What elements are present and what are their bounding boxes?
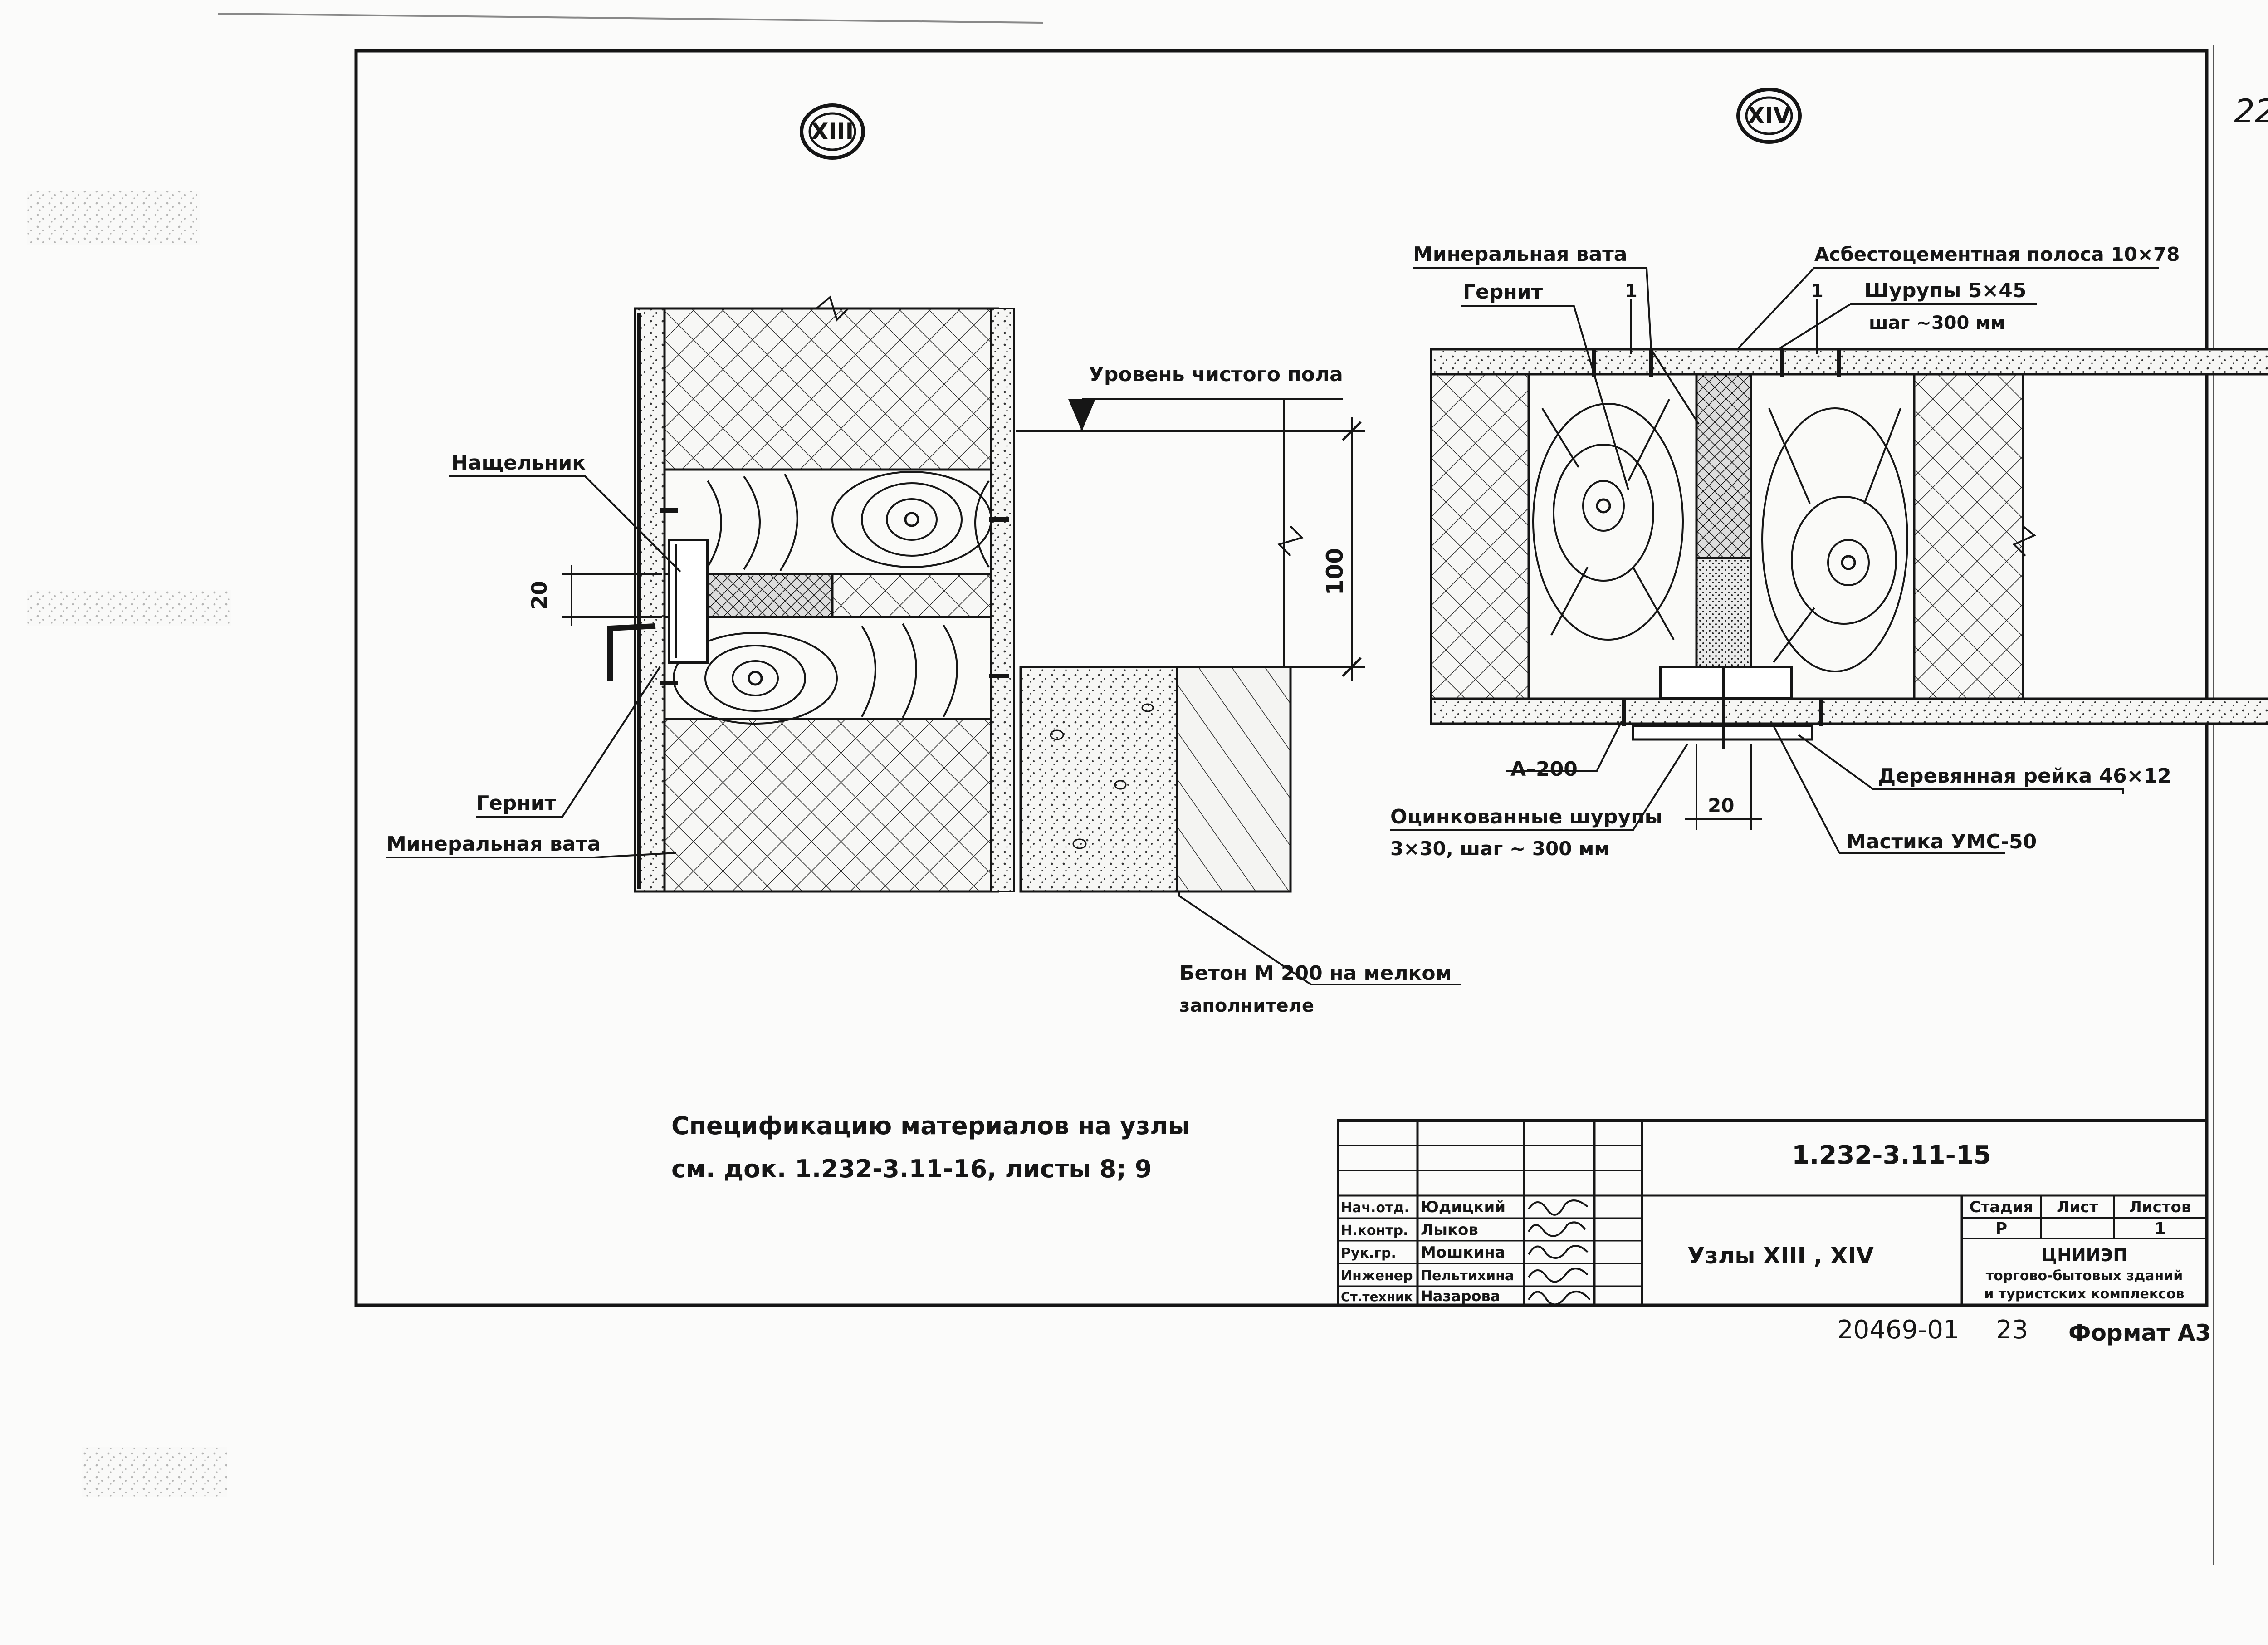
sheets-value: 1 [2154, 1219, 2165, 1238]
label-cover-strip: Нащельник [451, 451, 586, 475]
role-0: Нач.отд. [1341, 1200, 1409, 1216]
label-screws: Шурупы 5×45 [1864, 279, 2026, 302]
sheet-format: Формат А3 [2068, 1320, 2211, 1346]
org-line-2: торгово-бытовых зданий [1986, 1268, 2183, 1284]
label-floor-level: Уровень чистого пола [1089, 363, 1343, 386]
label-galv-screws-2: 3×30, шаг ~ 300 мм [1390, 837, 1610, 860]
svg-text:XIV: XIV [1747, 103, 1791, 129]
note-line-1: Спецификацию материалов на узлы [671, 1111, 1190, 1140]
label-sealant-right: Гернит [1463, 280, 1543, 304]
label-galv-screws: Оцинкованные шурупы [1390, 805, 1662, 828]
archive-page: 23 [1996, 1315, 2028, 1345]
label-sealant-left: Гернит [476, 792, 557, 815]
label-asbestos-strip: Асбестоцементная полоса 10×78 [1814, 243, 2180, 265]
svg-text:XIII: XIII [811, 118, 854, 145]
label-a200: А–200 [1510, 758, 1578, 781]
doc-code: 1.232-3.11-15 [1792, 1141, 1991, 1170]
label-wood-strip: Деревянная рейка 46×12 [1878, 764, 2171, 788]
stage-value: Р [1995, 1219, 2007, 1238]
drawing-frame [354, 49, 2209, 1307]
org-line-3: и туристских комплексов [1984, 1286, 2184, 1302]
right-detail [1390, 267, 2268, 854]
stage-header: Стадия [1970, 1198, 2033, 1216]
scan-edge-line [217, 13, 1044, 24]
label-mineral-wool-left: Минеральная вата [386, 832, 601, 856]
label-screws-step: шаг ~300 мм [1869, 313, 2005, 333]
name-2: Мошкина [1421, 1244, 1505, 1262]
dim-20-left: 20 [527, 581, 552, 610]
signature-rows: Нач.отд. Юдицкий Н.контр. Лыков Рук.гр. … [1341, 1198, 1514, 1305]
note-line-2: см. док. 1.232-3.11-16, листы 8; 9 [671, 1155, 1152, 1183]
org-line-1: ЦНИИЭП [2041, 1245, 2127, 1265]
left-detail: 100 20 [386, 295, 1461, 985]
sheet-header: Лист [2057, 1198, 2098, 1216]
title-block [1337, 1119, 2208, 1307]
dim-20-right: 20 [1708, 794, 1734, 817]
role-2: Рук.гр. [1341, 1245, 1396, 1261]
label-mineral-wool-right: Минеральная вата [1413, 243, 1627, 266]
section-mark-1: 1 [1625, 281, 1637, 302]
role-3: Инженер [1341, 1268, 1413, 1284]
archive-number: 20469-01 [1837, 1315, 1960, 1345]
role-1: Н.контр. [1341, 1223, 1408, 1239]
node-marker-xiv: XIV [1736, 88, 1802, 144]
dim-100: 100 [1322, 548, 1348, 595]
signatures [1528, 1199, 1591, 1306]
drawing-title: Узлы XIII , XIV [1687, 1243, 1874, 1269]
label-concrete-2: заполнителе [1179, 995, 1314, 1016]
name-3: Пельтихина [1421, 1268, 1514, 1284]
name-0: Юдицкий [1421, 1198, 1505, 1216]
role-4: Ст.техник [1341, 1289, 1413, 1304]
label-concrete: Бетон М 200 на мелком [1179, 962, 1452, 985]
scan-noise [27, 191, 231, 1497]
name-1: Лыков [1421, 1221, 1478, 1239]
sheets-header: Листов [2129, 1198, 2191, 1216]
label-mastic: Мастика УМС-50 [1846, 830, 2037, 853]
node-marker-xiii: XIII [800, 103, 865, 160]
name-4: Назарова [1421, 1288, 1500, 1305]
page-number: 22 [2234, 92, 2268, 130]
section-mark-2: 1 [1811, 281, 1823, 302]
